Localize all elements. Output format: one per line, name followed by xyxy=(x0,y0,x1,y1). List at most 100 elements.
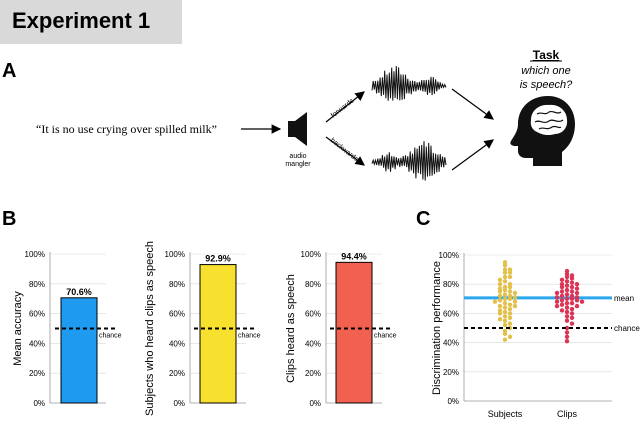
y-tick-label: 20% xyxy=(305,369,321,378)
y-axis-label: Discrimination performance xyxy=(431,261,443,395)
data-point xyxy=(574,298,580,303)
chance-label: chance xyxy=(614,324,640,333)
data-point xyxy=(512,303,518,309)
bar-value-label: 94.4% xyxy=(341,251,367,261)
data-point xyxy=(492,299,498,304)
y-tick-label: 40% xyxy=(169,339,185,348)
data-point xyxy=(507,315,513,320)
arrow-forwards-to-task xyxy=(451,88,494,120)
y-tick-label: 100% xyxy=(301,250,321,259)
forwards-waveform xyxy=(371,65,447,101)
data-point xyxy=(569,315,575,320)
data-point xyxy=(564,314,570,319)
task-line-1: which one xyxy=(521,65,571,77)
y-tick-label: 100% xyxy=(165,250,185,259)
data-point xyxy=(564,300,570,306)
chance-label: chance xyxy=(99,333,122,340)
y-tick-label: 60% xyxy=(29,310,45,319)
data-point xyxy=(559,302,565,307)
data-point xyxy=(502,263,508,268)
data-point xyxy=(502,296,508,301)
data-point xyxy=(497,298,503,303)
y-tick-label: 100% xyxy=(439,251,459,260)
data-point xyxy=(554,295,560,300)
data-point xyxy=(564,296,570,301)
data-point xyxy=(574,303,580,309)
y-tick-label: 40% xyxy=(443,339,459,348)
data-point xyxy=(554,290,560,296)
head-brain-icon xyxy=(510,96,575,166)
data-point xyxy=(502,331,508,337)
y-tick-label: 80% xyxy=(305,280,321,289)
y-tick-label: 60% xyxy=(443,309,459,318)
y-tick-label: 60% xyxy=(169,310,185,319)
data-point xyxy=(569,306,575,312)
data-point xyxy=(507,289,513,294)
data-point xyxy=(569,289,575,294)
y-axis-label: Clips heard as speech xyxy=(285,274,297,383)
data-point xyxy=(564,325,570,331)
data-point xyxy=(497,282,503,287)
data-point xyxy=(564,309,570,315)
data-point xyxy=(507,270,513,275)
data-point xyxy=(569,296,575,301)
data-point xyxy=(574,290,580,296)
data-point xyxy=(507,334,513,339)
data-point xyxy=(564,338,570,344)
data-point xyxy=(507,296,513,301)
waveform-path xyxy=(371,65,447,101)
y-tick-label: 0% xyxy=(309,399,321,408)
y-tick-label: 40% xyxy=(305,339,321,348)
x-category-label: Clips xyxy=(557,409,578,419)
chart-discrimination-performance: 0%20%40%60%80%100%Discrimination perform… xyxy=(431,251,640,419)
y-tick-label: 100% xyxy=(25,250,45,259)
arrow-backwards xyxy=(325,136,365,166)
backwards-waveform xyxy=(371,141,447,181)
waveform-path xyxy=(371,141,447,181)
data-point xyxy=(497,289,503,294)
data-point xyxy=(497,303,503,309)
data-point xyxy=(559,289,565,294)
speaker-icon xyxy=(288,112,307,146)
data-point xyxy=(569,280,575,285)
data-point xyxy=(502,322,508,328)
y-tick-label: 80% xyxy=(169,280,185,289)
data-point xyxy=(497,277,503,283)
y-tick-label: 20% xyxy=(169,369,185,378)
data-point xyxy=(502,287,508,293)
data-point xyxy=(502,300,508,306)
data-point xyxy=(569,284,575,290)
task-title: Task xyxy=(533,48,560,62)
data-point xyxy=(497,293,503,299)
data-point xyxy=(559,308,565,313)
data-point xyxy=(564,274,570,280)
page-title: Experiment 1 xyxy=(12,8,151,33)
data-point xyxy=(502,305,508,310)
data-point xyxy=(569,300,575,306)
data-point xyxy=(512,299,518,304)
data-point xyxy=(512,295,518,300)
data-point xyxy=(564,287,570,293)
data-point xyxy=(574,286,580,291)
data-point xyxy=(554,299,560,304)
y-tick-label: 0% xyxy=(447,397,459,406)
chance-label: chance xyxy=(374,333,397,340)
backwards-label: backwards xyxy=(329,137,360,163)
y-tick-label: 0% xyxy=(33,399,45,408)
data-point xyxy=(502,279,508,284)
data-point xyxy=(574,282,580,287)
arrow-backwards-to-task xyxy=(451,139,494,171)
panel-label-a: A xyxy=(2,60,17,82)
y-axis-label: Mean accuracy xyxy=(12,291,24,366)
data-point xyxy=(512,290,518,296)
data-point xyxy=(564,330,570,335)
data-point xyxy=(564,279,570,284)
data-point xyxy=(554,303,560,309)
y-tick-label: 0% xyxy=(173,399,185,408)
data-point xyxy=(502,274,508,280)
data-point xyxy=(569,276,575,281)
bar xyxy=(199,264,237,404)
data-point xyxy=(564,334,570,339)
data-point xyxy=(579,299,585,304)
